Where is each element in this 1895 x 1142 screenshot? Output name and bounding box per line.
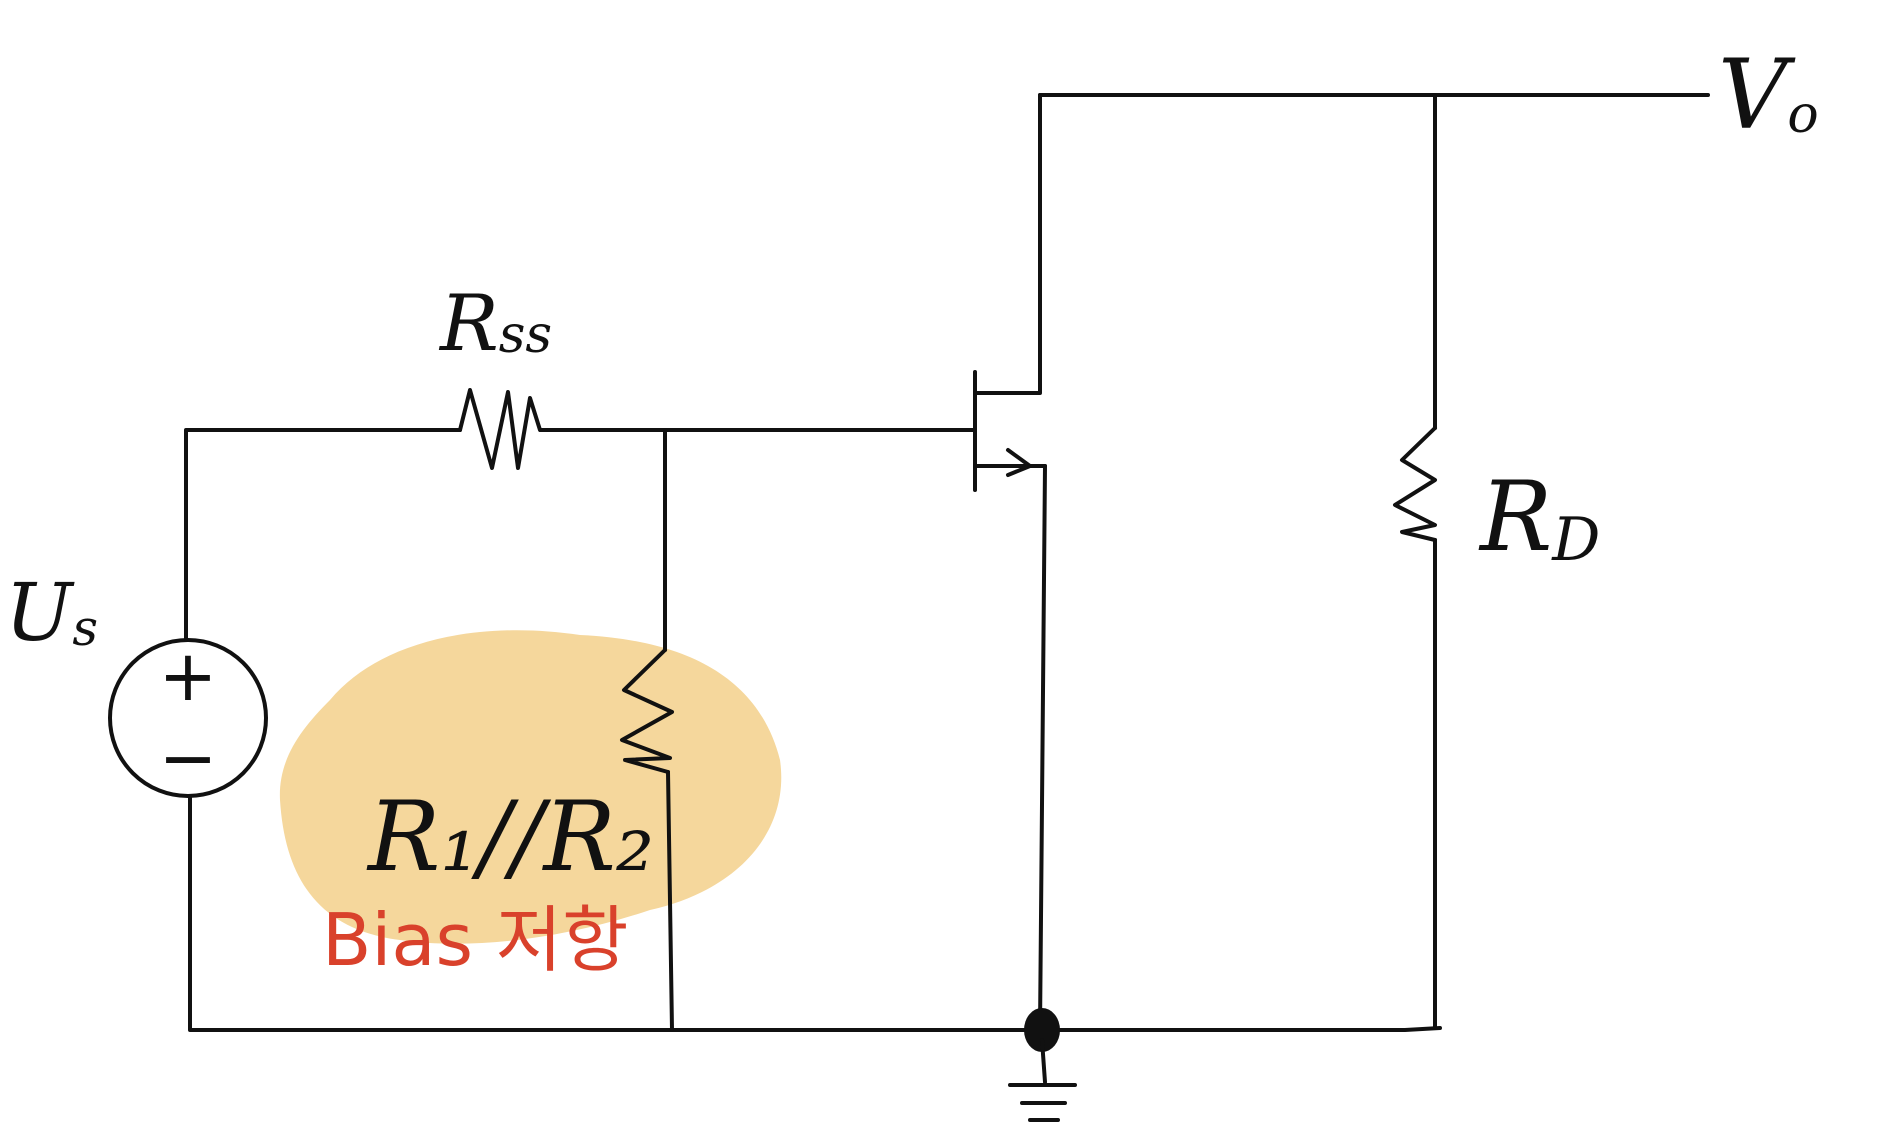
wire-bias-bottom: [666, 770, 674, 1032]
drain-resistor: [1393, 426, 1437, 542]
source-label: Us: [5, 566, 98, 659]
wire-bottom-right: [1038, 1026, 1442, 1032]
output-label: Vo: [1718, 39, 1819, 151]
bias-resistor: [620, 648, 674, 774]
bias-note: Bias 저항: [322, 898, 628, 982]
mosfet-drain-lead: [973, 93, 1042, 395]
mosfet-arrow: [1006, 448, 1032, 477]
bias-resistor-label: R₁//R₂: [366, 781, 654, 893]
series-resistor-label: Rss: [438, 279, 552, 369]
series-resistor: [458, 388, 550, 470]
ground-node: [1024, 1008, 1060, 1052]
wire-source-ground: [1038, 464, 1047, 1032]
ground-stem: [1040, 1038, 1047, 1084]
source-plus-sign: +: [159, 635, 218, 717]
source-minus-sign: −: [159, 717, 218, 799]
drain-resistor-label: RD: [1478, 461, 1600, 575]
wire-source-bottom: [188, 794, 1047, 1032]
wire-source-top: [184, 428, 462, 642]
bias-highlight-blob: [279, 630, 782, 944]
